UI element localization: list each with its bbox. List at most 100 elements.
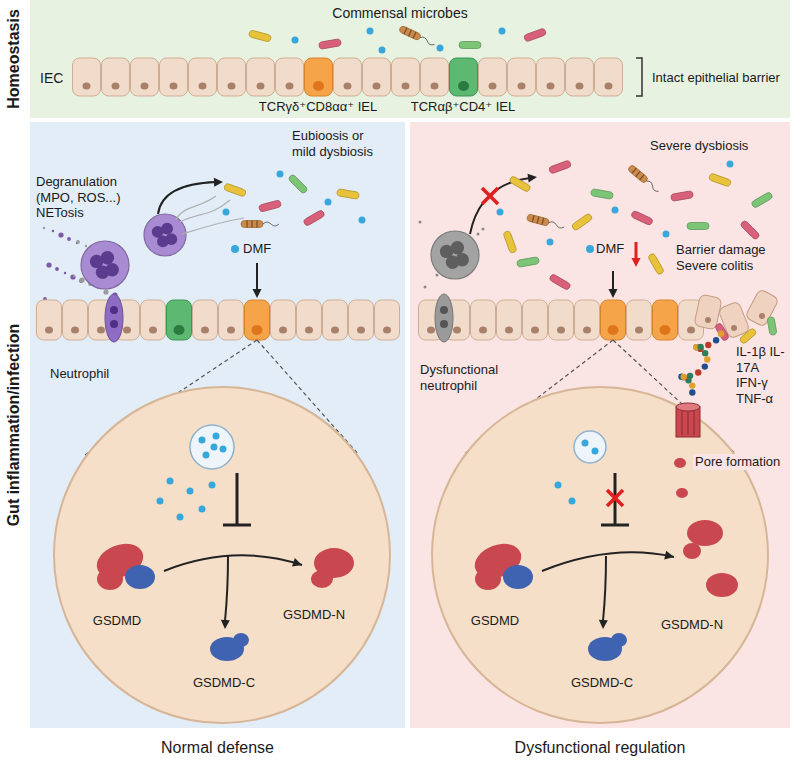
net-fiber — [182, 218, 244, 234]
epithelial-cell — [537, 58, 565, 96]
nucleus — [705, 317, 711, 323]
iel-cell — [245, 300, 270, 340]
nucleus-lobe — [110, 320, 118, 328]
text-box: Neutrophil — [50, 366, 140, 382]
microbe-stripe — [256, 221, 257, 228]
migrating-neutrophil — [105, 294, 123, 342]
nucleus — [531, 327, 539, 334]
microbe-body — [517, 257, 540, 268]
nucleus — [687, 327, 695, 334]
cytokine — [702, 363, 708, 369]
zoom-circle: GSDMDGSDMD-NGSDMD-C — [52, 385, 392, 725]
granule — [58, 232, 63, 237]
microbe-stripe — [537, 217, 539, 224]
nucleus — [505, 327, 513, 334]
epithelial-cell — [271, 300, 296, 340]
arrow-head — [528, 174, 537, 183]
dmf-molecule — [367, 28, 374, 35]
dmf-molecule — [612, 207, 619, 214]
arrow-head — [632, 258, 641, 267]
dmf-vesicle — [574, 431, 606, 463]
nucleus — [402, 83, 410, 90]
granule — [52, 230, 54, 232]
dmf-molecule — [211, 444, 218, 451]
gsdmd-n-fragment — [706, 573, 738, 597]
node-shape — [430, 385, 770, 725]
epithelial-cell — [218, 58, 246, 96]
dmf-molecule — [231, 245, 239, 253]
epithelial-cell — [297, 300, 322, 340]
neutrophil — [81, 241, 129, 289]
cytokine — [705, 342, 711, 348]
pore-stripe — [682, 409, 683, 435]
cleavage-arrow — [542, 552, 674, 571]
nucleus — [228, 83, 236, 90]
microbe-body — [248, 30, 271, 42]
epithelial-cell — [479, 58, 507, 96]
text-box: GSDMD-N — [264, 607, 364, 623]
epithelial-cell — [131, 58, 159, 96]
nucleus — [453, 327, 461, 334]
nucleus — [357, 327, 365, 334]
nucleus — [227, 327, 235, 334]
microbe — [548, 160, 571, 174]
dmf-molecule — [663, 231, 670, 238]
barrier-label: Intact epithelial barrier — [652, 70, 788, 86]
cytokine — [697, 344, 703, 350]
microbe-stripe — [532, 215, 534, 222]
panel-caption: Normal defense — [30, 738, 405, 757]
panel-background — [30, 0, 790, 118]
panel-background — [30, 122, 405, 728]
microbe-body — [767, 317, 777, 336]
text-box: GSDMD-N — [642, 617, 742, 633]
iel-cell — [601, 300, 626, 340]
dmf-molecule — [497, 209, 504, 216]
nucleus — [149, 327, 157, 334]
microbe — [337, 189, 360, 200]
dmf-molecule — [437, 45, 444, 52]
epithelial-cell — [37, 300, 62, 340]
text-box: Barrier damage Severe colitis — [676, 242, 784, 273]
gsdmd-n-fragment — [674, 458, 686, 468]
microbe — [549, 273, 572, 290]
nucleus — [279, 327, 287, 334]
block-mark — [482, 188, 498, 204]
cell-label: TCRγδ⁺CD8αα⁺ IEL — [248, 99, 388, 115]
microbe — [631, 210, 654, 226]
microbe — [687, 223, 709, 230]
cytokine — [704, 356, 710, 362]
arrow-head — [292, 558, 302, 567]
arrow-head — [214, 178, 223, 187]
nucleus — [83, 83, 91, 90]
cell-label: IEC — [40, 70, 74, 87]
text-box: TCRγδ⁺CD8αα⁺ IEL — [248, 99, 388, 115]
dmf-molecule — [379, 47, 386, 54]
nucleus — [373, 83, 381, 90]
microbiota-label: Severe dysbiosis — [650, 138, 770, 154]
gsdmd-c-domain — [125, 565, 155, 589]
gsdmd-n-domain — [475, 568, 501, 590]
nucleus — [383, 327, 391, 334]
block-mark — [482, 188, 498, 204]
nucleus — [71, 327, 79, 334]
cytokine — [713, 337, 719, 343]
dmf-molecule — [209, 482, 216, 489]
nucleus — [431, 83, 439, 90]
nucleus — [660, 325, 671, 335]
granule — [67, 237, 71, 241]
epithelial-cell — [334, 58, 362, 96]
granule — [482, 228, 485, 231]
microbe — [258, 200, 281, 212]
migrating-neutrophil — [435, 294, 453, 342]
microbe — [526, 214, 565, 231]
gsdmd-n-fragment — [687, 520, 723, 546]
cell-membrane — [81, 241, 129, 289]
epithelial-cell — [497, 300, 522, 340]
pore-label: Pore formation — [693, 454, 782, 470]
granule — [43, 227, 45, 229]
protein-label: GSDMD-C — [174, 675, 274, 691]
microbe-body — [399, 25, 422, 41]
panel-caption: Dysfunctional regulation — [410, 738, 790, 757]
granule — [79, 277, 84, 282]
granule — [103, 289, 108, 294]
